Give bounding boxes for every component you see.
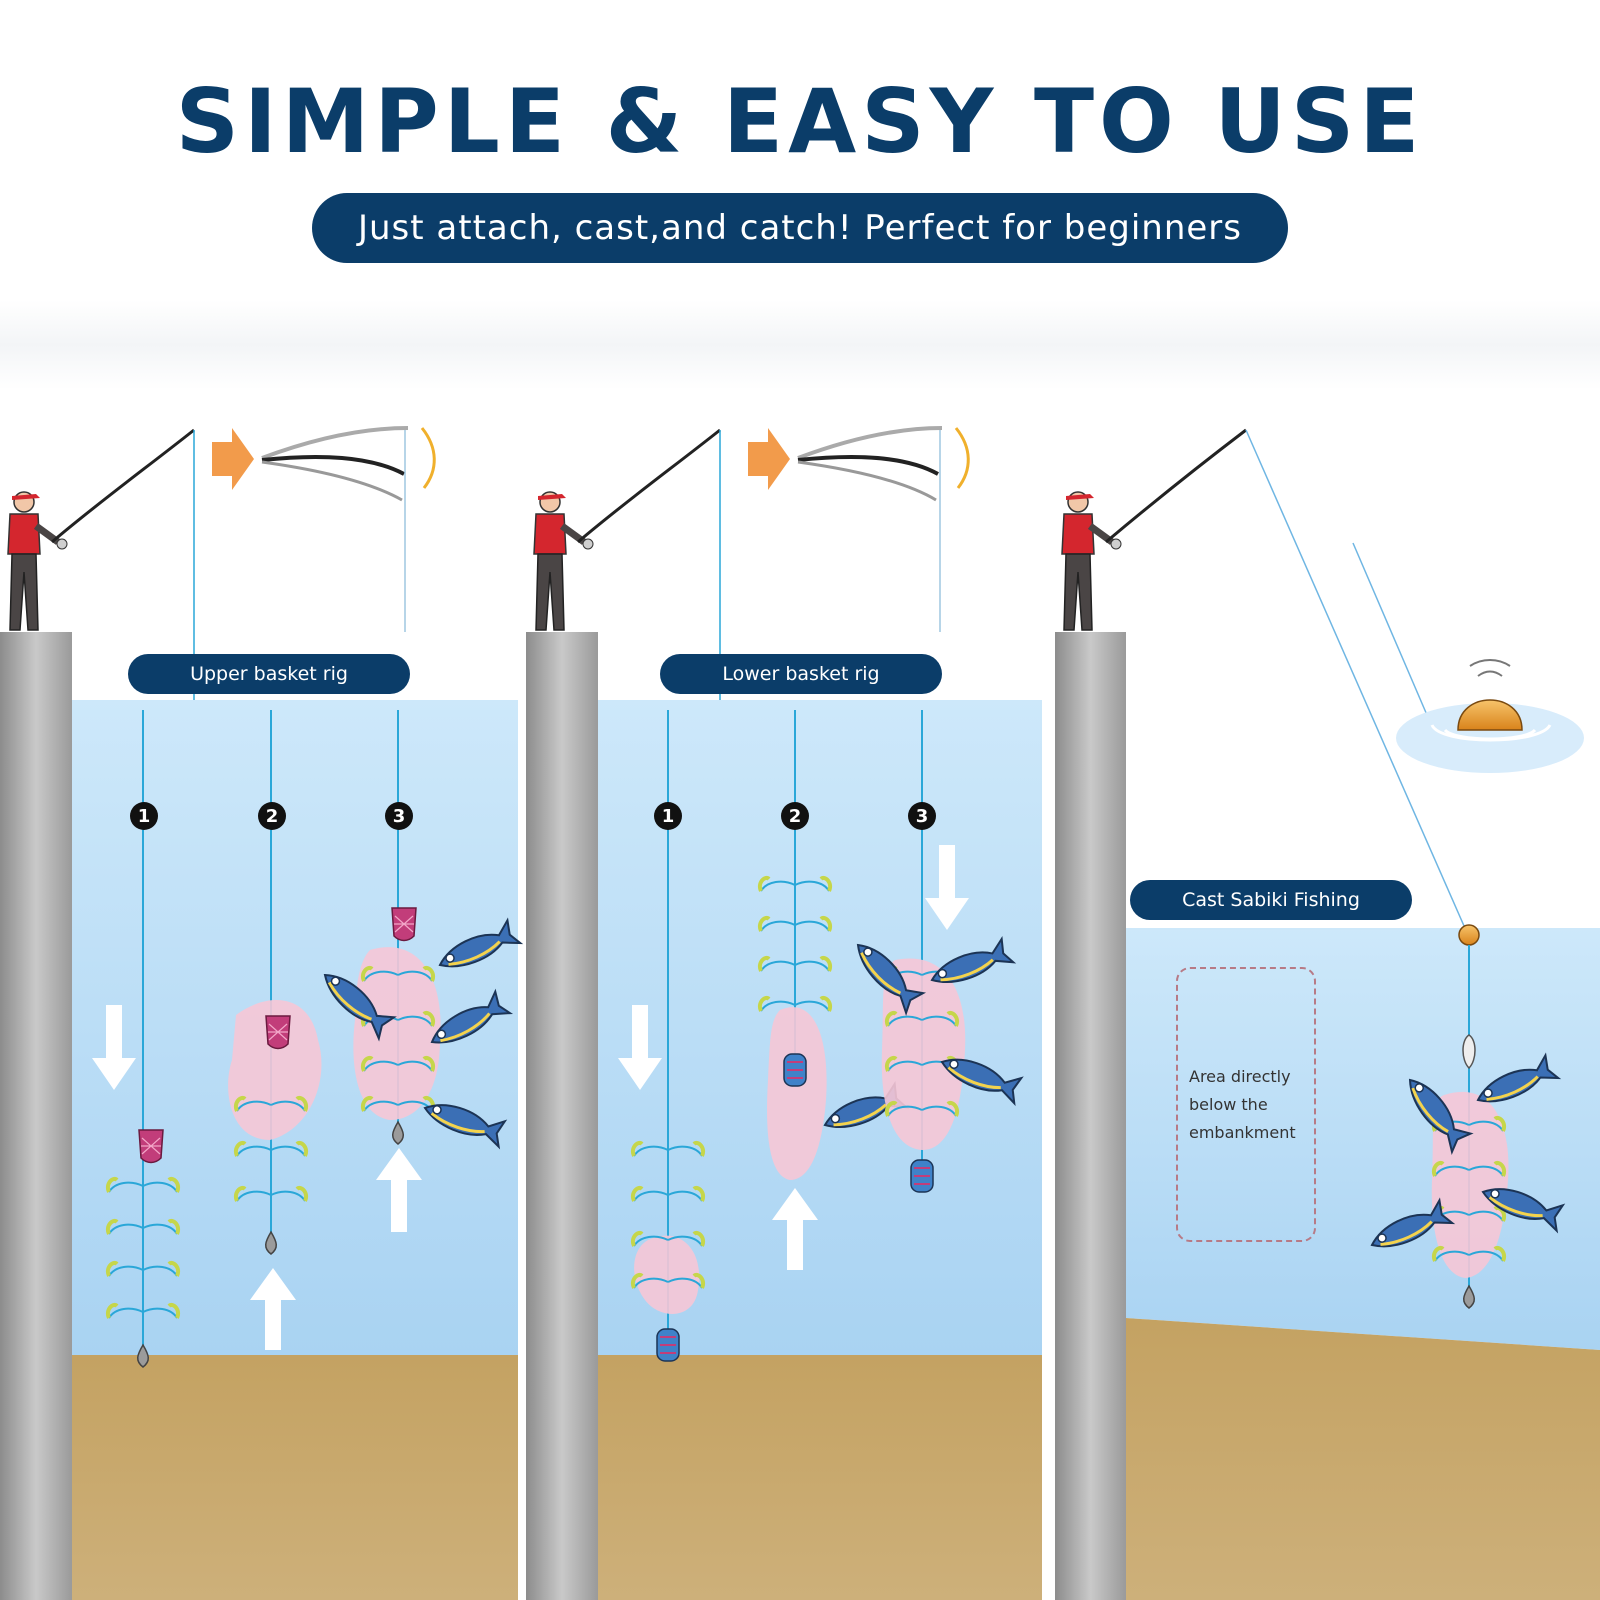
upper-basket-rig-label: Upper basket rig [128, 654, 410, 694]
seabed [72, 1355, 518, 1600]
arrow-icon [212, 428, 254, 490]
sky-haze [0, 300, 1600, 390]
angler-icon [8, 492, 67, 630]
panel-label-text: Upper basket rig [190, 663, 348, 685]
lower-basket-rig-label: Lower basket rig [660, 654, 942, 694]
panel-label-text: Cast Sabiki Fishing [1182, 889, 1360, 911]
arrow-icon [92, 1005, 136, 1090]
step-number: 3 [385, 802, 413, 830]
embankment-wall [1055, 632, 1126, 1600]
rod [577, 428, 721, 544]
area-note-text: Area directly below the embankment [1189, 1066, 1296, 1142]
cast-trajectory [1352, 542, 1431, 723]
bait-basket-icon [783, 1053, 807, 1087]
bait-basket-icon [265, 1015, 291, 1050]
step-number: 1 [654, 802, 682, 830]
arrow-icon [772, 1188, 818, 1270]
arrow-icon [618, 1005, 662, 1090]
bait-basket-icon [391, 907, 417, 942]
angler-icon [1062, 492, 1121, 630]
float-splash-icon [1396, 659, 1584, 773]
step-number: 1 [130, 802, 158, 830]
arrow-icon [748, 428, 790, 490]
step-number: 3 [908, 802, 936, 830]
float-icon [1458, 924, 1480, 946]
chum-cloud [634, 1235, 700, 1314]
seabed [1126, 1318, 1600, 1600]
rod-bend-icon [261, 426, 436, 632]
chum-cloud [353, 947, 441, 1120]
angler-icon [534, 492, 593, 630]
panel-upper-basket [0, 426, 522, 1600]
embankment-wall [0, 632, 72, 1600]
panel-label-text: Lower basket rig [722, 663, 880, 685]
seabed [598, 1355, 1042, 1600]
chum-cloud [881, 958, 966, 1150]
rod-bend-icon [797, 426, 970, 632]
page-title: SIMPLE & EASY TO USE [175, 70, 1425, 173]
rod [1105, 428, 1247, 544]
subtitle-banner: Just attach, cast,and catch! Perfect for… [312, 193, 1288, 263]
arrow-icon [250, 1268, 296, 1350]
panel-lower-basket [526, 426, 1042, 1600]
embankment-wall [526, 632, 598, 1600]
arrow-icon [376, 1148, 422, 1232]
swivel-icon [1462, 1034, 1476, 1070]
rod [51, 428, 195, 544]
panel-cast-sabiki [1055, 428, 1600, 1600]
step-number: 2 [781, 802, 809, 830]
bait-basket-icon [138, 1129, 164, 1164]
step-number: 2 [258, 802, 286, 830]
arrow-icon [925, 845, 969, 930]
bait-basket-icon [910, 1159, 934, 1193]
subtitle-text: Just attach, cast,and catch! Perfect for… [357, 208, 1242, 248]
bait-basket-icon [656, 1328, 680, 1362]
chum-cloud [767, 1007, 827, 1180]
fishing-line [1245, 429, 1469, 936]
embankment-area-note: Area directly below the embankment [1176, 967, 1316, 1242]
cast-sabiki-label: Cast Sabiki Fishing [1130, 880, 1412, 920]
